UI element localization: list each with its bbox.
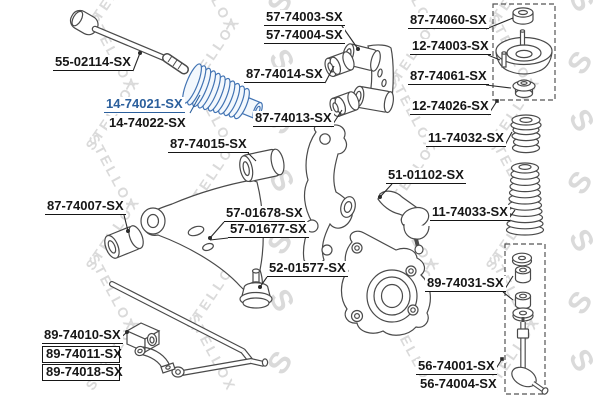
strut-mount-plate — [495, 29, 553, 75]
part-label-12-74003-sx[interactable]: 12-74003-SX — [410, 38, 491, 55]
part-label-87-74060-sx[interactable]: 87-74060-SX — [408, 12, 489, 29]
part-label-89-74018-sx[interactable]: 89-74018-SX — [42, 364, 123, 381]
steering-boot-drawing — [182, 63, 263, 120]
stabilizer-link-kit — [504, 243, 549, 395]
leader-dot — [495, 99, 499, 103]
strut-top-bushing — [512, 7, 534, 25]
leader-dot — [356, 47, 360, 51]
part-label-57-74003-sx[interactable]: 57-74003-SX — [264, 9, 345, 26]
link-washer-bottom — [512, 307, 534, 322]
leader-dot — [125, 330, 129, 334]
leader-dot — [258, 285, 262, 289]
part-label-56-74001-sx[interactable]: 56-74001-SX — [416, 358, 497, 375]
ball-joint-51-01102-drawing — [377, 190, 430, 255]
leader-line — [209, 221, 225, 239]
stabilizer-link-rod — [511, 317, 549, 395]
leader-line — [132, 52, 141, 72]
part-label-87-74013-sx[interactable]: 87-74013-SX — [253, 110, 334, 127]
part-label-11-74032-sx[interactable]: 11-74032-SX — [426, 130, 506, 147]
part-label-87-74015-sx[interactable]: 87-74015-SX — [168, 136, 249, 153]
part-label-55-02114-sx[interactable]: 55-02114-SX — [53, 54, 133, 71]
leader-line — [259, 276, 268, 288]
leader-dot — [378, 195, 382, 199]
leader-dot — [126, 229, 130, 233]
part-label-87-74007-sx[interactable]: 87-74007-SX — [45, 198, 126, 215]
bump-stop-drawing — [510, 114, 542, 154]
leader-line — [502, 291, 514, 301]
leader-line — [189, 94, 201, 114]
leader-dot — [208, 236, 212, 240]
bushing-87-74014 — [324, 51, 355, 78]
leader-line — [123, 214, 129, 232]
part-label-12-74026-sx[interactable]: 12-74026-SX — [410, 98, 491, 115]
leader-line — [341, 25, 359, 50]
part-label-89-74011-sx[interactable]: 89-74011-SX — [42, 346, 122, 363]
part-label-57-01678-sx[interactable]: 57-01678-SX — [224, 205, 305, 222]
leader-dot — [138, 51, 142, 55]
strut-lower-bushing — [512, 79, 536, 99]
part-label-57-01677-sx[interactable]: 57-01677-SX — [228, 221, 309, 238]
part-label-87-74061-sx[interactable]: 87-74061-SX — [408, 68, 489, 85]
upper-link-drawing — [324, 43, 394, 118]
link-bushing-lower — [514, 291, 532, 310]
inner-tie-rod-drawing — [69, 9, 189, 75]
part-label-14-74021-sx[interactable]: 14-74021-SX — [104, 96, 185, 113]
leader-line — [485, 84, 512, 89]
stabilizer-bracket — [134, 345, 176, 374]
part-label-14-74022-sx[interactable]: 14-74022-SX — [107, 115, 188, 130]
part-label-56-74004-sx[interactable]: 56-74004-SX — [418, 376, 499, 391]
link-washer-top — [511, 252, 533, 267]
part-label-87-74014-sx[interactable]: 87-74014-SX — [244, 66, 325, 83]
leader-line — [324, 65, 335, 84]
arm-rear-bushing — [239, 148, 285, 183]
leader-line — [247, 152, 257, 162]
stabilizer-bar-drawing — [109, 281, 269, 378]
shock-dust-boot-drawing — [505, 162, 545, 236]
part-label-11-74033-sx[interactable]: 11-74033-SX — [430, 204, 510, 221]
part-label-89-74031-sx[interactable]: 89-74031-SX — [425, 275, 506, 292]
strut-mount-dashed-box — [492, 3, 556, 101]
leader-line — [379, 183, 393, 198]
leader-line — [487, 54, 501, 61]
link-bushing-upper — [514, 265, 532, 284]
arm-ball-joint — [239, 268, 273, 309]
part-label-57-74004-sx[interactable]: 57-74004-SX — [264, 27, 345, 44]
leader-line — [209, 237, 229, 241]
part-label-52-01577-sx[interactable]: 52-01577-SX — [267, 260, 348, 277]
part-label-51-01102-sx[interactable]: 51-01102-SX — [386, 167, 466, 184]
control-arm-bushing-87-74007 — [104, 225, 144, 259]
part-label-89-74010-sx[interactable]: 89-74010-SX — [42, 327, 123, 344]
leader-line — [485, 17, 514, 30]
strut-mount-kit — [492, 3, 556, 101]
leader-dot — [500, 357, 504, 361]
stab-link-dashed-box — [504, 243, 546, 395]
knuckle-hub-drawing — [340, 230, 431, 336]
knuckle-upper-drawing — [302, 122, 356, 266]
